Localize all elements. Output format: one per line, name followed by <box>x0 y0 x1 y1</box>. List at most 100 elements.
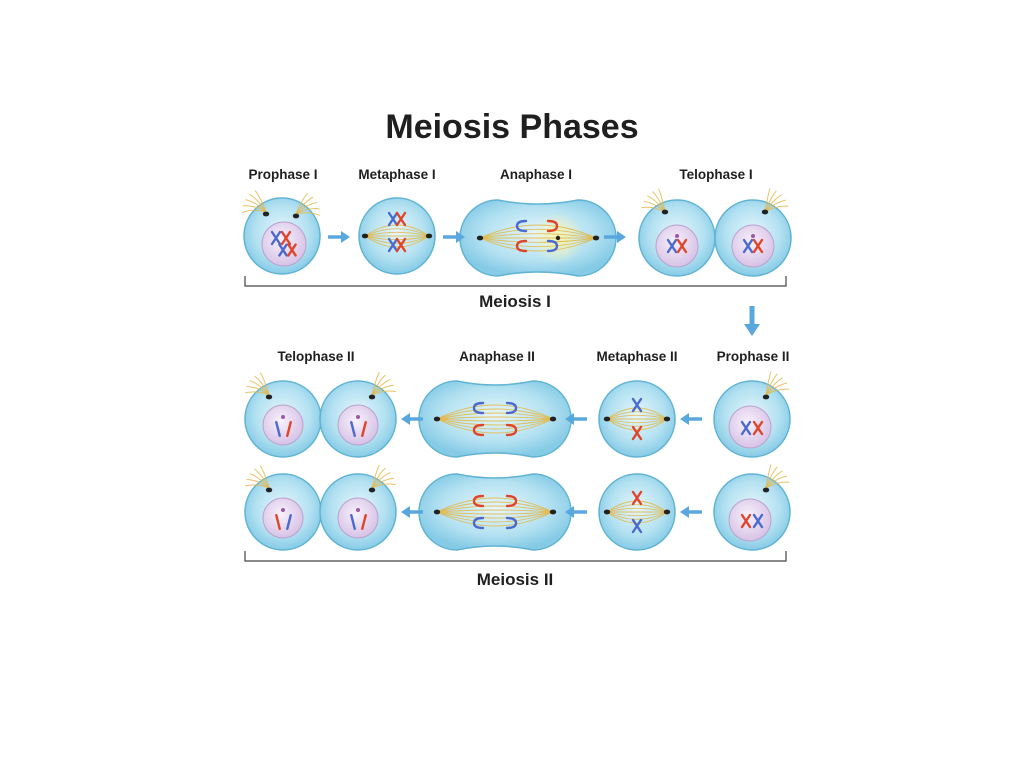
chromosome <box>546 219 559 233</box>
spindle-fiber <box>364 235 430 248</box>
spindle-fiber <box>606 407 668 420</box>
aster-fiber <box>371 477 394 489</box>
nucleus <box>655 224 699 268</box>
centrosome <box>661 209 669 215</box>
marker-dot <box>555 235 561 241</box>
bracket-meiosis-1 <box>244 276 787 287</box>
cell-membrane <box>418 380 572 458</box>
nucleolus <box>356 415 360 419</box>
label-metaphase-2: Metaphase II <box>596 349 678 364</box>
chromosome <box>395 237 407 253</box>
cell-anaphase-2-top <box>418 380 572 458</box>
centrosome <box>368 394 376 400</box>
chromosome <box>270 230 282 246</box>
chromosome <box>361 514 367 530</box>
spindle-fiber <box>606 504 668 513</box>
spindle-fiber <box>436 497 554 513</box>
aster-fiber <box>246 386 270 396</box>
spindle-fiber <box>606 511 668 517</box>
centrosome <box>603 416 611 422</box>
spindle-fiber <box>436 418 554 426</box>
arrow-prophase2-to-metaphase2-top <box>680 413 702 425</box>
centrosome <box>603 509 611 515</box>
centrosome <box>762 394 770 400</box>
arrow-meiosis1-to-meiosis2 <box>744 306 760 336</box>
label-telophase-1: Telophase I <box>679 167 753 182</box>
centrosome <box>265 487 273 493</box>
aster-fiber <box>371 384 394 396</box>
chromosome <box>546 239 559 253</box>
chromosome <box>275 514 281 530</box>
centrosome <box>368 487 376 493</box>
chromosome <box>742 238 754 254</box>
spindle-fiber <box>436 408 554 420</box>
spindle-fiber <box>606 418 668 431</box>
label-prophase-1: Prophase I <box>248 167 318 182</box>
chromosome <box>275 421 281 437</box>
centrosome <box>549 509 557 515</box>
chromosome <box>752 513 764 529</box>
spindle-fiber <box>606 414 668 420</box>
chromosome <box>472 401 485 415</box>
spindle-fiber <box>436 412 554 420</box>
spindle-fiber <box>479 237 597 252</box>
cell-metaphase-1 <box>358 197 436 275</box>
aster-fiber <box>765 466 778 489</box>
nucleolus <box>356 508 360 512</box>
spindle-fiber <box>436 404 554 420</box>
arrow-head <box>456 231 465 243</box>
chromosome <box>395 211 407 227</box>
aster-fiber <box>765 377 783 396</box>
spindle-fiber <box>436 509 554 513</box>
aster-fiber <box>371 472 391 489</box>
nucleus <box>262 497 304 539</box>
aster-fiber <box>259 465 270 489</box>
spindle-fiber <box>606 411 668 420</box>
aster-fiber <box>371 467 386 489</box>
arrow-prophase1-to-metaphase1 <box>328 231 350 243</box>
chromosome <box>361 421 367 437</box>
chromosome <box>287 243 297 257</box>
centrosome <box>663 509 671 515</box>
aster-fiber <box>764 190 777 213</box>
centrosome <box>762 487 770 493</box>
spindle-fiber <box>436 511 554 515</box>
nucleus <box>337 404 379 446</box>
centrosome <box>476 235 484 241</box>
aster-fiber <box>242 205 267 213</box>
spindle-fiber <box>436 505 554 513</box>
aster-fiber <box>658 188 666 213</box>
spindle-fiber <box>479 228 597 239</box>
label-anaphase-2: Anaphase II <box>459 349 535 364</box>
aster-fiber <box>245 199 267 213</box>
aster-fiber <box>371 464 380 489</box>
chromosome <box>505 494 518 508</box>
cell-telophase-1 <box>638 188 792 277</box>
centrosome <box>592 235 600 241</box>
spindle-fiber <box>606 511 668 520</box>
label-telophase-2: Telophase II <box>277 349 355 364</box>
chromosome <box>472 494 485 508</box>
centrosome <box>663 416 671 422</box>
nucleolus <box>675 234 679 238</box>
aster-fiber <box>259 372 270 396</box>
cell-prophase-2-top <box>713 371 791 458</box>
arrow-prophase2-to-metaphase2-bottom <box>680 506 702 518</box>
chromosome <box>752 238 764 254</box>
arrow-head <box>680 413 689 425</box>
nucleolus <box>751 234 755 238</box>
spindle-fiber <box>606 418 668 424</box>
arrow-head <box>565 413 574 425</box>
aster-fiber <box>254 468 270 489</box>
nucleus <box>261 221 307 267</box>
arrows-layer <box>328 231 760 518</box>
chromosome <box>740 513 752 529</box>
arrow-head <box>401 413 410 425</box>
aster-fiber <box>295 202 318 215</box>
nucleus <box>728 405 772 449</box>
chromosome <box>505 423 518 437</box>
centrosome <box>262 211 270 217</box>
label-meiosis-2: Meiosis II <box>476 570 554 589</box>
chromosome <box>515 219 528 233</box>
